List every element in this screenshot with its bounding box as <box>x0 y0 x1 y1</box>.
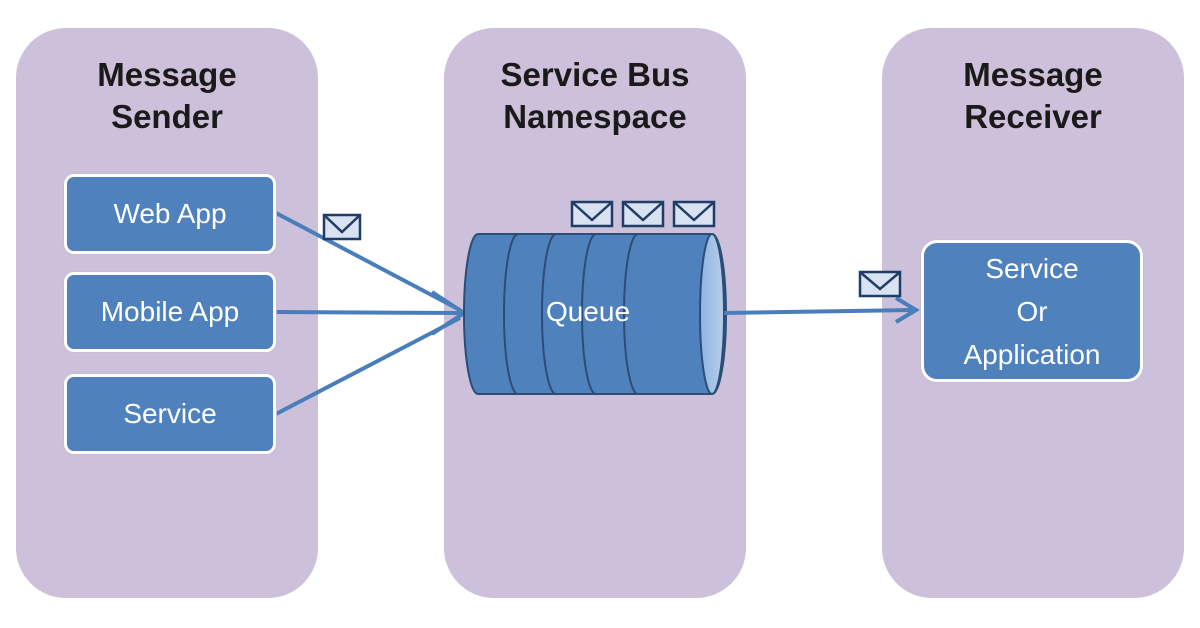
envelope-icon <box>621 200 665 228</box>
envelope-icon <box>322 213 362 241</box>
receiver-line1: Service <box>985 252 1079 284</box>
arrow-icon <box>275 316 461 416</box>
service-bus-title-line1: Service Bus <box>500 56 690 93</box>
message-receiver-title-line2: Receiver <box>964 98 1102 135</box>
sender-box-label: Mobile App <box>100 296 240 327</box>
arrow-icon <box>275 310 463 315</box>
message-sender-title-line1: Message <box>97 56 237 93</box>
sender-box-mobile-app: Mobile App <box>64 272 276 352</box>
message-receiver-title-line1: Message <box>963 56 1103 93</box>
message-sender-title-line2: Sender <box>111 98 223 135</box>
arrow-icon <box>894 296 920 324</box>
message-sender-title: Message Sender <box>16 54 318 138</box>
envelope-icon <box>858 270 902 298</box>
receiver-line3: Application <box>963 338 1101 370</box>
sender-box-service: Service <box>64 374 276 454</box>
sender-box-web-app: Web App <box>64 174 276 254</box>
envelope-icon <box>672 200 716 228</box>
sender-box-label: Service <box>123 398 217 429</box>
service-bus-namespace-title: Service Bus Namespace <box>444 54 746 138</box>
envelope-icon <box>570 200 614 228</box>
receiver-line2: Or <box>1016 295 1048 327</box>
arrow-icon <box>723 308 913 315</box>
queue-cylinder-icon <box>463 233 727 395</box>
arrow-icon <box>275 211 461 312</box>
receiver-box: Service Or Application <box>921 240 1143 382</box>
sender-box-label: Web App <box>113 198 227 229</box>
service-bus-title-line2: Namespace <box>503 98 687 135</box>
queue-label: Queue <box>545 296 631 327</box>
message-receiver-title: Message Receiver <box>882 54 1184 138</box>
